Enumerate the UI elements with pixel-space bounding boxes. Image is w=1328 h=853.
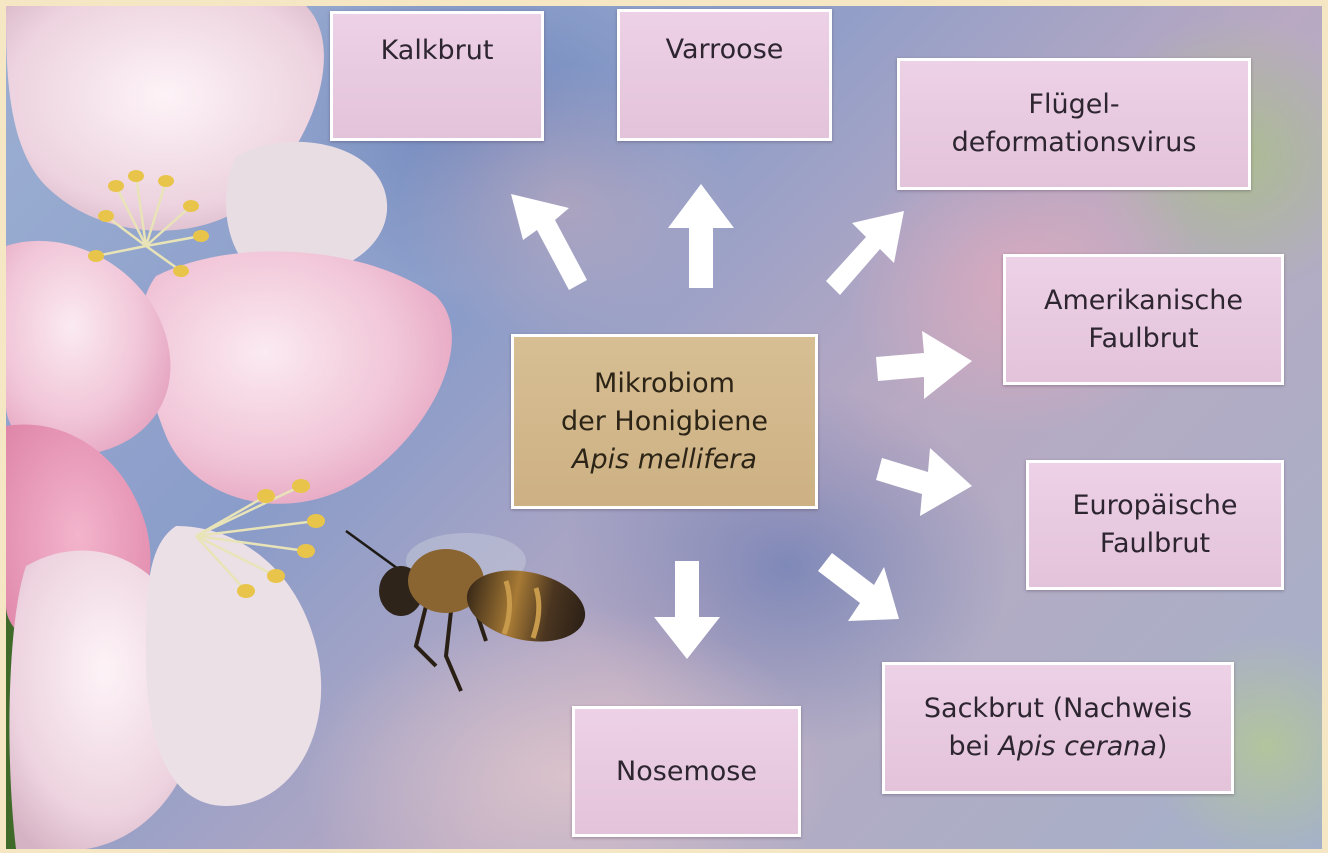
arrow-up-icon <box>666 184 736 289</box>
node-fluegeldeformationsvirus: Flügel- deformationsvirus <box>897 58 1251 190</box>
node-kalkbrut-label: Kalkbrut <box>381 32 494 70</box>
node-sackbrut-line-2-suffix: ) <box>1157 731 1168 762</box>
arrow-down-icon <box>652 561 722 659</box>
node-amerikanische-faulbrut: Amerikanische Faulbrut <box>1003 254 1284 385</box>
arrow-up-left-icon <box>511 194 591 294</box>
center-line-1: Mikrobiom <box>561 365 768 403</box>
node-nosemose-label: Nosemose <box>616 753 757 791</box>
node-sackbrut-line-2-prefix: bei <box>949 731 999 762</box>
node-nosemose: Nosemose <box>572 706 801 837</box>
node-sackbrut-line-2: bei Apis cerana) <box>924 728 1192 766</box>
arrow-down-right-icon <box>814 549 899 624</box>
arrow-up-right-icon <box>824 211 904 301</box>
node-sackbrut: Sackbrut (Nachweis bei Apis cerana) <box>882 662 1234 794</box>
node-varroose-label: Varroose <box>666 31 784 69</box>
arrow-right-lower-icon <box>874 444 972 516</box>
node-fluegel-line-1: Flügel- <box>952 86 1197 124</box>
node-amerikanische-line-1: Amerikanische <box>1044 282 1243 320</box>
center-node: Mikrobiom der Honigbiene Apis mellifera <box>511 334 818 509</box>
node-amerikanische-line-2: Faulbrut <box>1044 320 1243 358</box>
node-sackbrut-line-2-species: Apis cerana <box>998 731 1157 762</box>
diagram-frame: Mikrobiom der Honigbiene Apis mellifera … <box>6 6 1322 849</box>
honey-bee <box>346 531 592 691</box>
node-europaeische-faulbrut: Europäische Faulbrut <box>1026 460 1284 590</box>
node-kalkbrut: Kalkbrut <box>330 11 544 141</box>
node-europaeische-line-1: Europäische <box>1072 487 1237 525</box>
node-europaeische-line-2: Faulbrut <box>1072 525 1237 563</box>
arrow-right-upper-icon <box>874 331 972 401</box>
center-line-3: Apis mellifera <box>561 441 768 479</box>
node-sackbrut-line-1: Sackbrut (Nachweis <box>924 690 1192 728</box>
center-line-2: der Honigbiene <box>561 403 768 441</box>
node-varroose: Varroose <box>617 9 832 141</box>
node-fluegel-line-2: deformationsvirus <box>952 124 1197 162</box>
